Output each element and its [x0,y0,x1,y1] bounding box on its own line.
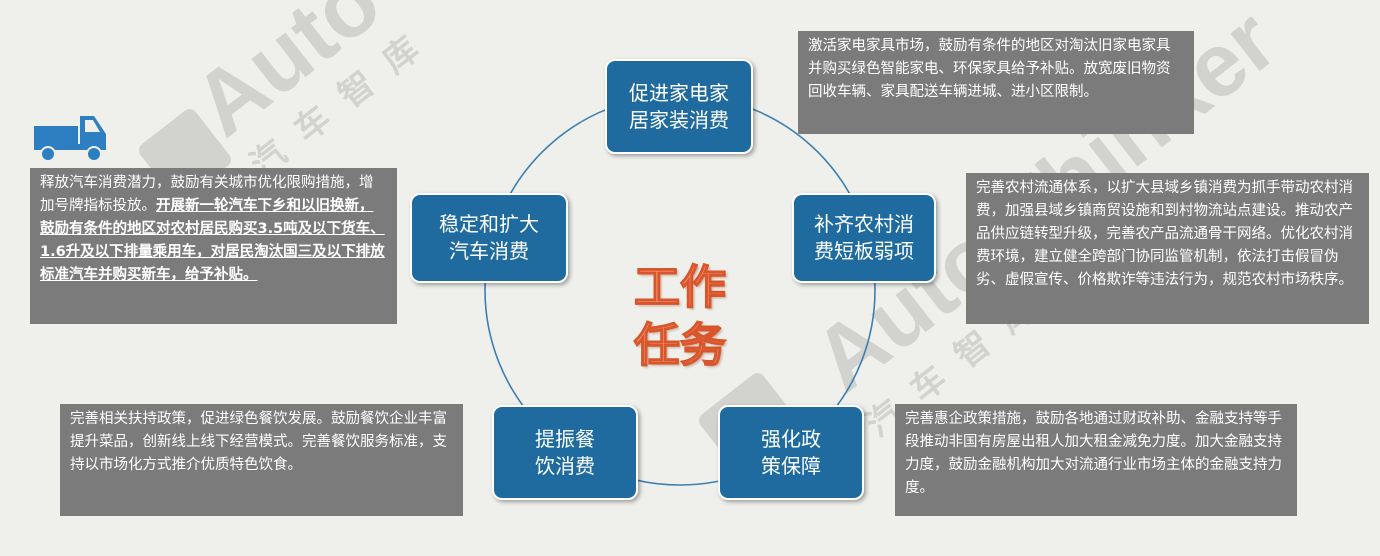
node-rural: 补齐农村消 费短板弱项 [792,193,936,283]
truck-icon [34,116,106,162]
desc-auto-bold: 开展新一轮汽车下乡和以旧换新，鼓励有条件的地区对农村居民购买3.5吨及以下货车、… [40,198,385,283]
node-catering-line2: 饮消费 [535,453,595,478]
node-catering-line1: 提振餐 [535,426,595,451]
desc-auto-plain: 释放汽车消费潜力，鼓励有关城市优化限购措施，增加号牌指标投放。 [40,175,374,214]
center-title-line2: 任务 [633,317,727,373]
center-title-line1: 工作 [633,259,727,315]
node-policy-line1: 强化政 [761,426,821,451]
node-policy-line2: 策保障 [761,453,821,478]
node-home-appliances: 促进家电家 居家装消费 [605,59,753,154]
center-title: 工作 任务 [620,258,740,374]
desc-home-appliances: 激活家电家具市场，鼓励有条件的地区对淘汰旧家电家具并购买绿色智能家电、环保家具给… [798,31,1194,134]
node-auto: 稳定和扩大 汽车消费 [410,193,568,283]
node-auto-line1: 稳定和扩大 [439,212,539,236]
node-auto-line2: 汽车消费 [449,239,529,263]
node-home-appliances-line1: 促进家电家 [629,80,729,105]
node-policy: 强化政 策保障 [718,405,864,500]
desc-policy: 完善惠企政策措施，鼓励各地通过财政补助、金融支持等手段推动非国有房屋出租人加大租… [895,404,1297,516]
node-rural-line2: 费短板弱项 [814,239,914,263]
desc-catering: 完善相关扶持政策，促进绿色餐饮发展。鼓励餐饮企业丰富提升菜品，创新线上线下经营模… [60,404,463,516]
node-home-appliances-line2: 居家装消费 [629,107,729,132]
desc-rural: 完善农村流通体系，以扩大县域乡镇消费为抓手带动农村消费，加强县域乡镇商贸设施和到… [966,173,1369,324]
node-catering: 提振餐 饮消费 [492,405,638,500]
desc-auto: 释放汽车消费潜力，鼓励有关城市优化限购措施，增加号牌指标投放。开展新一轮汽车下乡… [30,168,397,324]
node-rural-line1: 补齐农村消 [814,212,914,236]
